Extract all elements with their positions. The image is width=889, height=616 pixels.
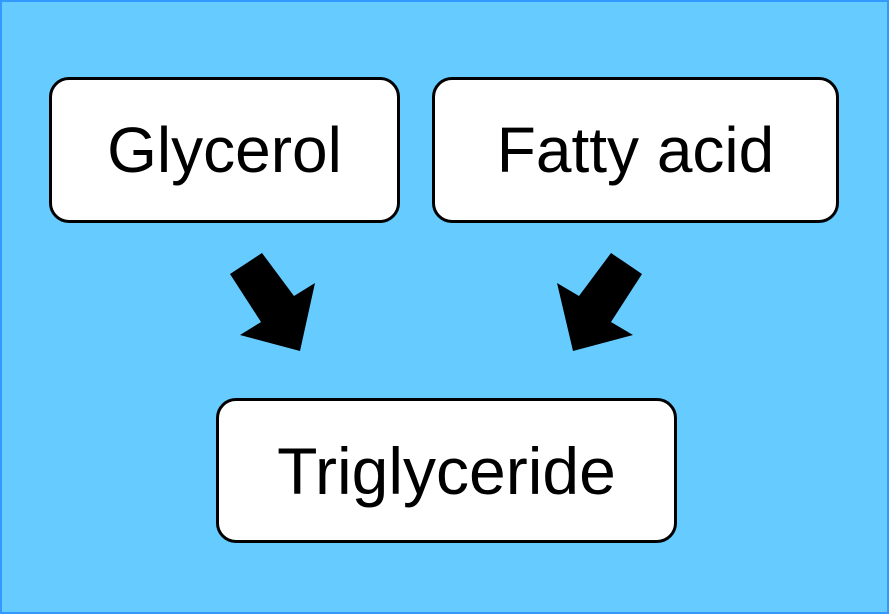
triglyceride-box: Triglyceride xyxy=(216,398,677,543)
glycerol-label: Glycerol xyxy=(107,114,342,186)
glycerol-box: Glycerol xyxy=(49,77,400,223)
arrow-fatty-acid-to-triglyceride xyxy=(557,253,642,351)
triglyceride-label: Triglyceride xyxy=(277,433,616,508)
fatty-acid-label: Fatty acid xyxy=(496,114,775,186)
fatty-acid-box: Fatty acid xyxy=(432,77,839,223)
arrow-glycerol-to-triglyceride xyxy=(230,253,315,351)
